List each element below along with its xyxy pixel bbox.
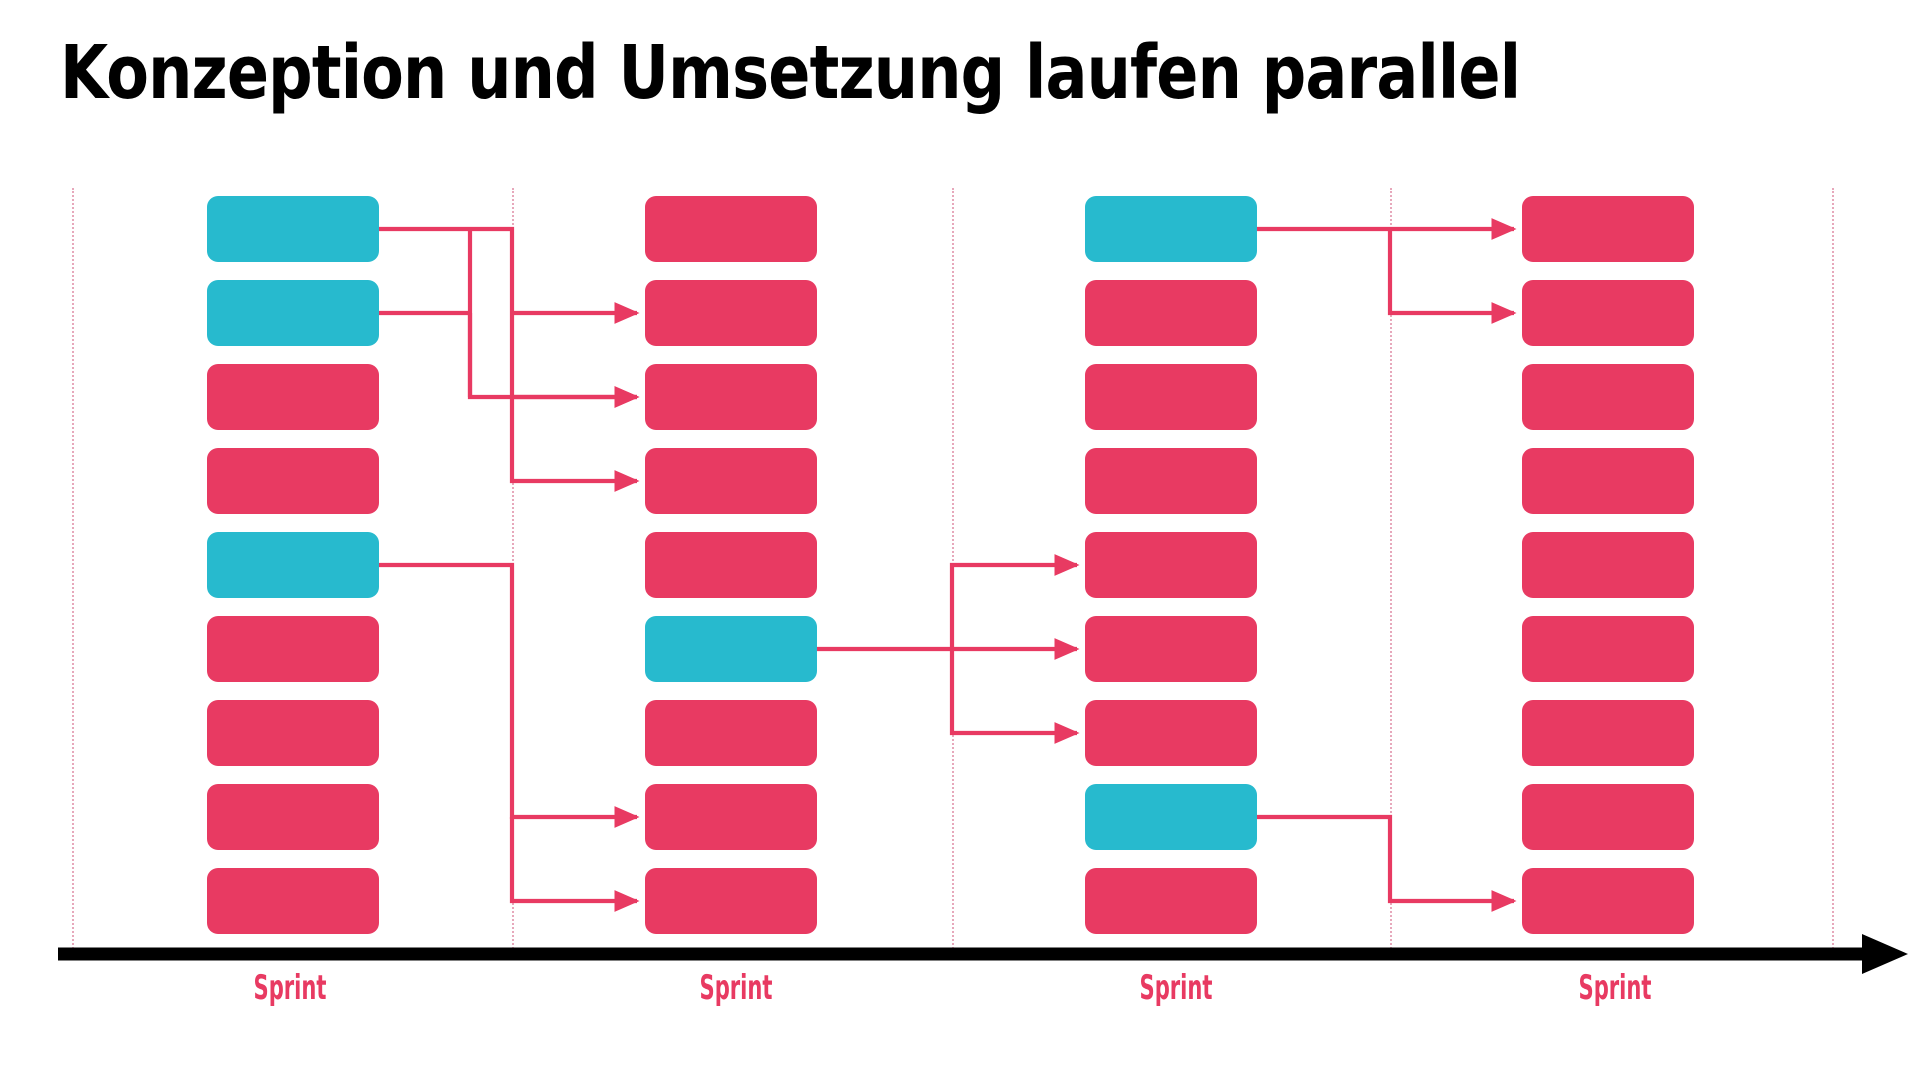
sprint-label-1: Sprint [253,968,327,1008]
task-card-c4r9[interactable] [1522,868,1694,934]
task-card-c3r6[interactable] [1085,616,1257,682]
task-card-c2r3[interactable] [645,364,817,430]
task-card-c3r7[interactable] [1085,700,1257,766]
task-card-c3r8[interactable] [1085,784,1257,850]
task-card-c2r7[interactable] [645,700,817,766]
task-card-c1r4[interactable] [207,448,379,514]
task-card-c2r6[interactable] [645,616,817,682]
task-card-c2r5[interactable] [645,532,817,598]
task-card-c1r3[interactable] [207,364,379,430]
task-card-c2r1[interactable] [645,196,817,262]
task-card-c4r2[interactable] [1522,280,1694,346]
sprint-label-2: Sprint [699,968,773,1008]
sprint-separator-2 [952,188,954,952]
task-card-c3r5[interactable] [1085,532,1257,598]
task-card-c3r1[interactable] [1085,196,1257,262]
task-card-c4r1[interactable] [1522,196,1694,262]
task-card-c4r3[interactable] [1522,364,1694,430]
task-card-c4r4[interactable] [1522,448,1694,514]
task-card-c1r2[interactable] [207,280,379,346]
task-card-c2r9[interactable] [645,868,817,934]
task-card-c4r8[interactable] [1522,784,1694,850]
task-card-c3r3[interactable] [1085,364,1257,430]
task-card-c1r9[interactable] [207,868,379,934]
axis-arrow-head [1862,934,1908,974]
sprint-separator-end [1832,188,1834,952]
task-card-c3r4[interactable] [1085,448,1257,514]
task-card-c1r1[interactable] [207,196,379,262]
task-card-c2r4[interactable] [645,448,817,514]
task-card-c4r7[interactable] [1522,700,1694,766]
task-card-c1r5[interactable] [207,532,379,598]
task-card-c1r7[interactable] [207,700,379,766]
task-card-c4r5[interactable] [1522,532,1694,598]
sprint-separator-3 [1390,188,1392,952]
sprint-separator-start [72,188,74,952]
task-card-c1r6[interactable] [207,616,379,682]
task-card-c2r2[interactable] [645,280,817,346]
task-card-c3r9[interactable] [1085,868,1257,934]
task-card-c3r2[interactable] [1085,280,1257,346]
sprint-label-4: Sprint [1578,968,1652,1008]
sprint-separator-1 [512,188,514,952]
page-title: Konzeption und Umsetzung laufen parallel [60,30,1521,116]
sprint-label-3: Sprint [1139,968,1213,1008]
task-card-c2r8[interactable] [645,784,817,850]
task-card-c1r8[interactable] [207,784,379,850]
task-card-c4r6[interactable] [1522,616,1694,682]
